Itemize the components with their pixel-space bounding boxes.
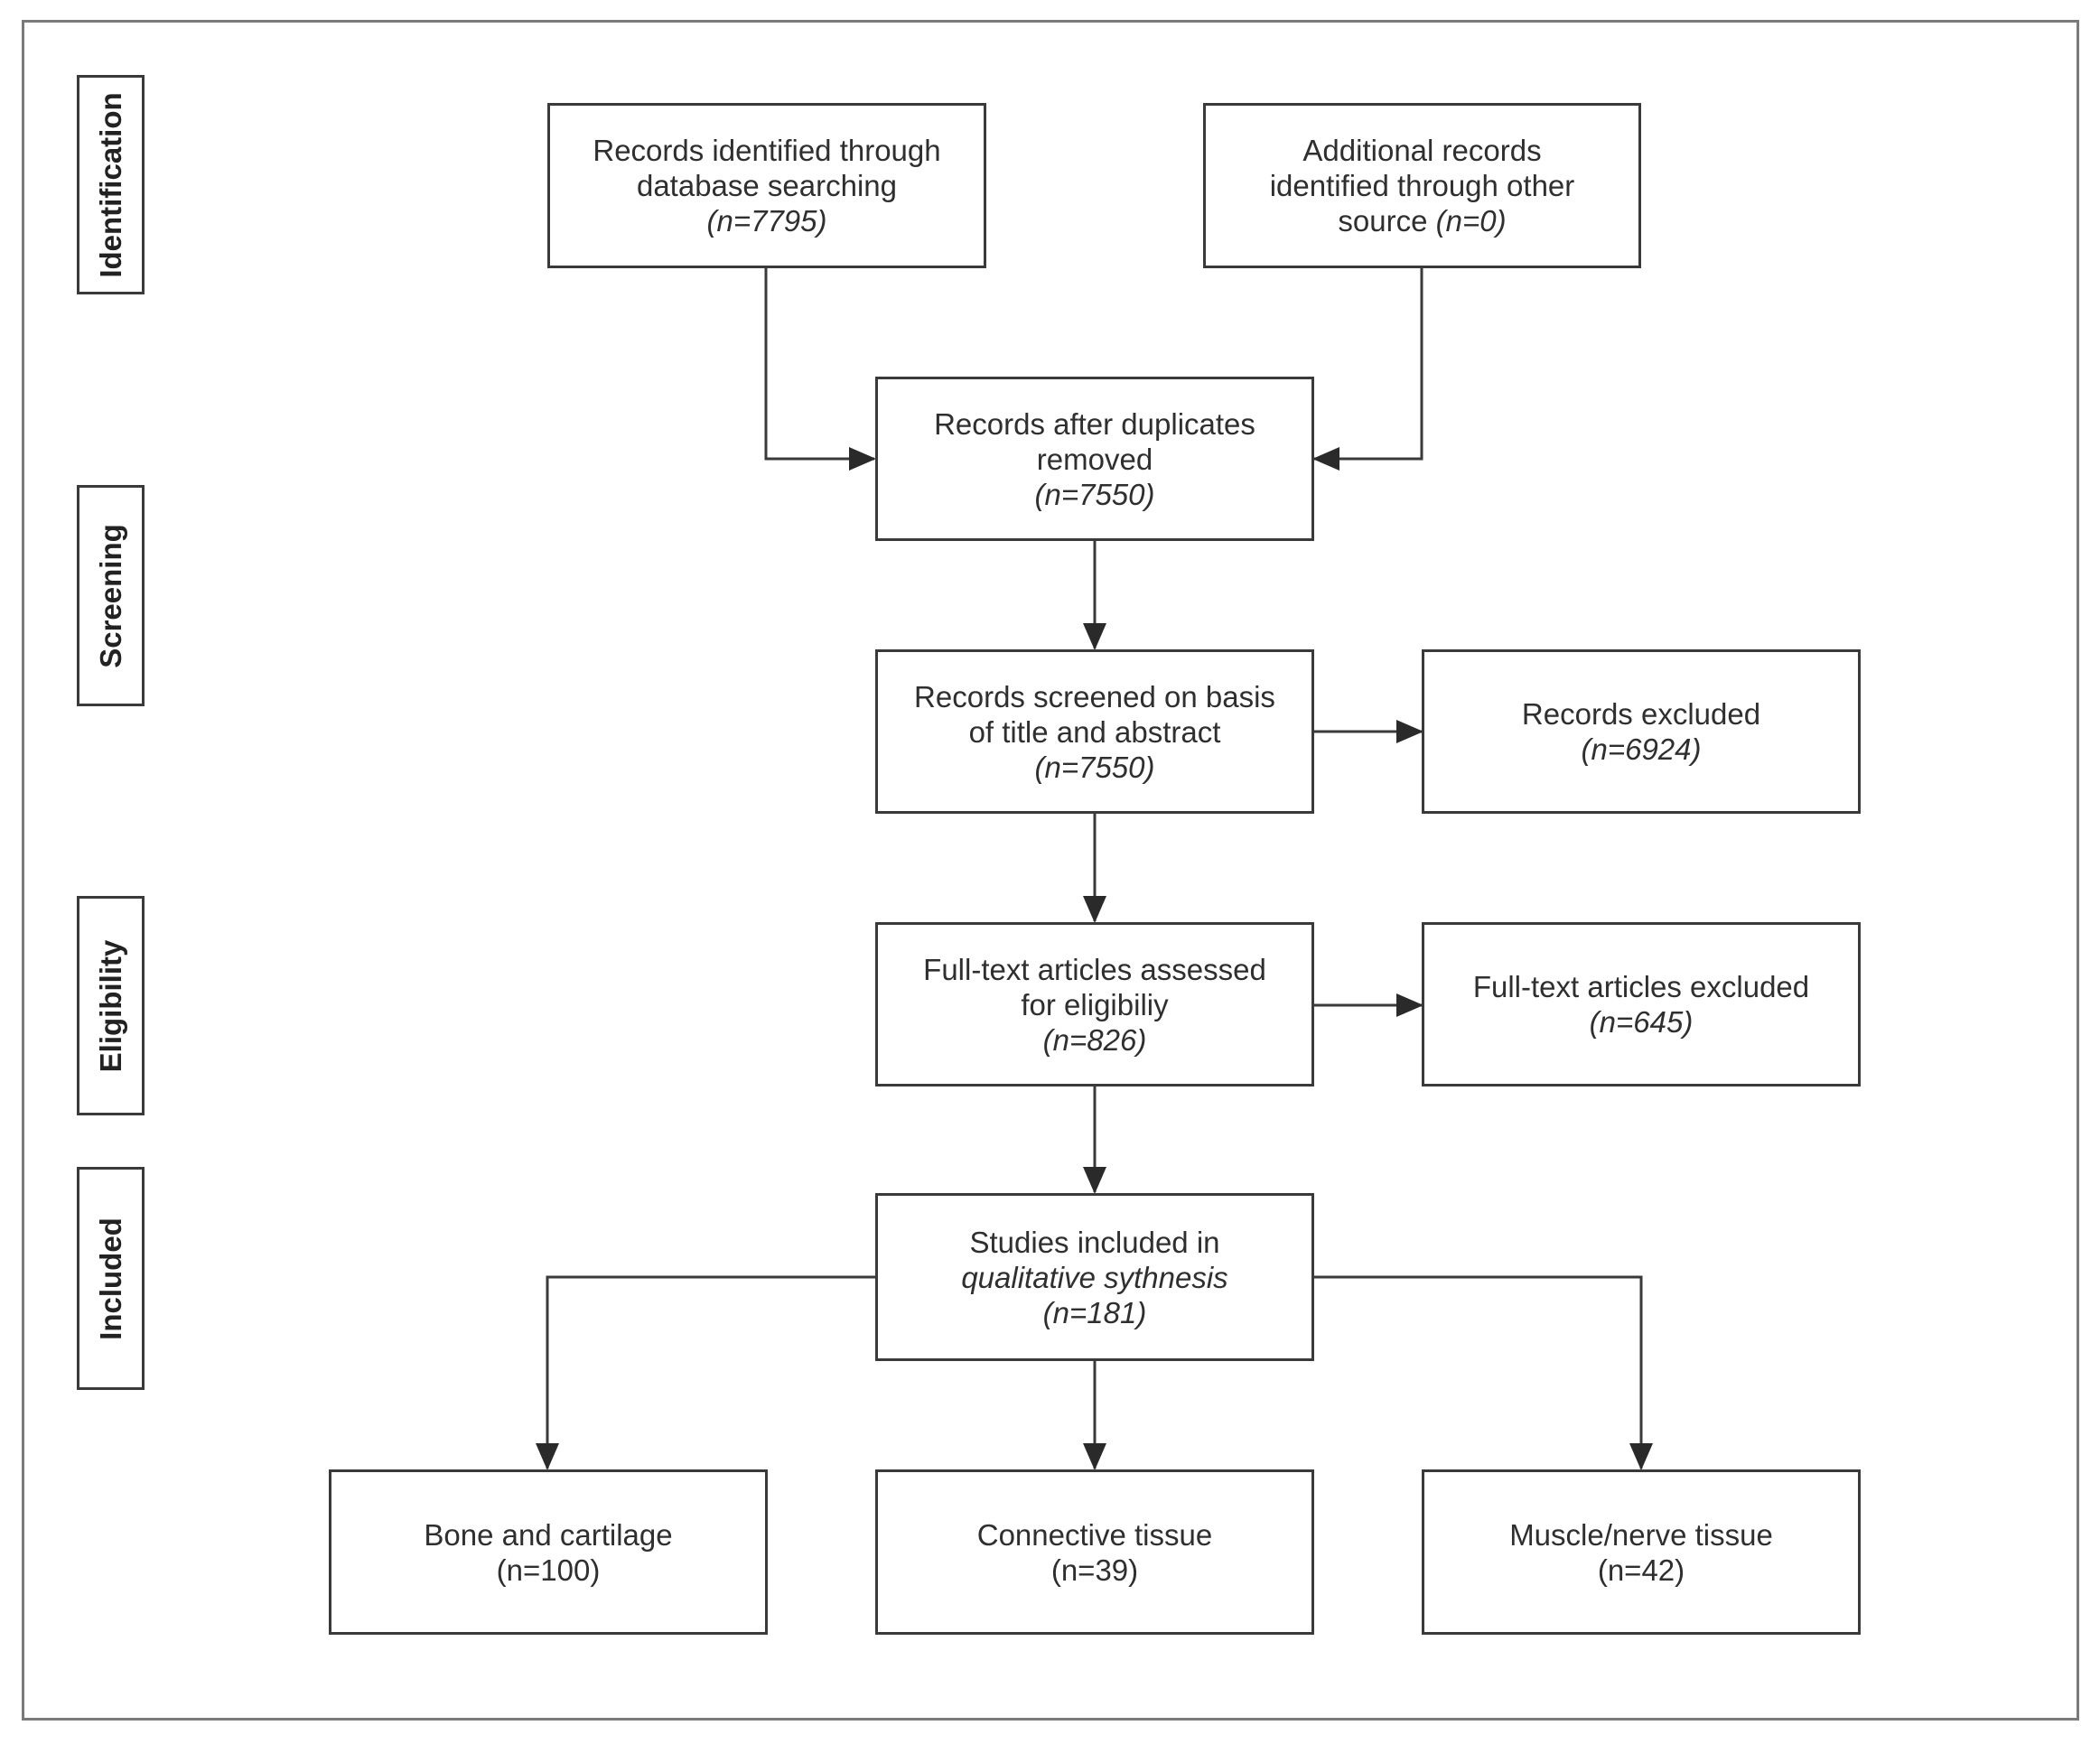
box-other-records: Additional records identified through ot… xyxy=(1203,103,1641,268)
box-studies-included: Studies included in qualitative sythnesi… xyxy=(875,1193,1314,1361)
box-fulltext-excluded-count: (n=645) xyxy=(1589,1005,1694,1039)
box-other-count: (n=0) xyxy=(1435,204,1507,238)
box-screened-line1: Records screened on basis xyxy=(914,679,1275,713)
box-duplicates-count: (n=7550) xyxy=(1034,477,1155,511)
box-screened: Records screened on basis of title and a… xyxy=(875,649,1314,814)
stage-included: Included xyxy=(77,1167,145,1390)
box-after-duplicates: Records after duplicates removed (n=7550… xyxy=(875,377,1314,541)
box-database-records: Records identified through database sear… xyxy=(547,103,986,268)
stage-eligibility-label: Eligibility xyxy=(93,939,127,1072)
box-muscle-nerve: Muscle/nerve tissue (n=42) xyxy=(1422,1469,1861,1635)
box-fulltext-line2: for eligibiliy xyxy=(1021,987,1169,1021)
box-excluded-count: (n=6924) xyxy=(1581,732,1702,766)
box-duplicates-line2: removed xyxy=(1036,442,1153,476)
figure-frame xyxy=(22,20,2079,1721)
box-database-line1: Records identified through xyxy=(593,134,941,167)
box-bone-line1: Bone and cartilage xyxy=(424,1517,673,1552)
arrow-included-to-bone xyxy=(536,1275,875,1470)
box-muscle-count: (n=42) xyxy=(1597,1553,1685,1587)
stage-screening: Screening xyxy=(77,485,145,706)
box-connective-line1: Connective tissue xyxy=(976,1517,1213,1552)
stage-eligibility: Eligibility xyxy=(77,896,145,1115)
box-other-line1: Additional records xyxy=(1302,134,1542,167)
box-included-line1: Studies included in xyxy=(969,1225,1220,1259)
box-records-excluded: Records excluded (n=6924) xyxy=(1422,649,1861,814)
arrow-included-to-muscle xyxy=(1313,1275,1653,1470)
arrow-database-to-duplicates xyxy=(764,268,876,471)
box-screened-line2: of title and abstract xyxy=(968,714,1221,749)
stage-included-label: Included xyxy=(93,1217,127,1340)
arrow-other-to-duplicates xyxy=(1312,268,1423,471)
stage-identification-label: Identification xyxy=(93,91,127,278)
box-fulltext-assessed: Full-text articles assessed for eligibil… xyxy=(875,922,1314,1087)
box-connective-tissue: Connective tissue (n=39) xyxy=(875,1469,1314,1635)
box-muscle-line1: Muscle/nerve tissue xyxy=(1509,1517,1773,1552)
box-excluded-line1: Records excluded xyxy=(1521,697,1761,731)
box-included-count: (n=181) xyxy=(1042,1295,1147,1329)
box-fulltext-excluded-line1: Full-text articles excluded xyxy=(1472,970,1810,1003)
box-duplicates-line1: Records after duplicates xyxy=(934,406,1255,441)
box-fulltext-count: (n=826) xyxy=(1042,1022,1147,1057)
box-fulltext-line1: Full-text articles assessed xyxy=(923,952,1266,986)
box-bone-cartilage: Bone and cartilage (n=100) xyxy=(329,1469,768,1635)
stage-identification: Identification xyxy=(77,75,145,294)
stage-screening-label: Screening xyxy=(93,523,127,668)
box-other-line3: source xyxy=(1338,204,1428,238)
box-database-line2: database searching xyxy=(636,169,898,202)
box-connective-count: (n=39) xyxy=(1050,1553,1139,1587)
box-other-line2: identified through other xyxy=(1269,169,1575,202)
box-bone-count: (n=100) xyxy=(496,1553,601,1587)
box-database-count: (n=7795) xyxy=(706,204,827,238)
box-screened-count: (n=7550) xyxy=(1034,750,1155,784)
box-included-line2: qualitative sythnesis xyxy=(961,1260,1228,1294)
box-fulltext-excluded: Full-text articles excluded (n=645) xyxy=(1422,922,1861,1087)
